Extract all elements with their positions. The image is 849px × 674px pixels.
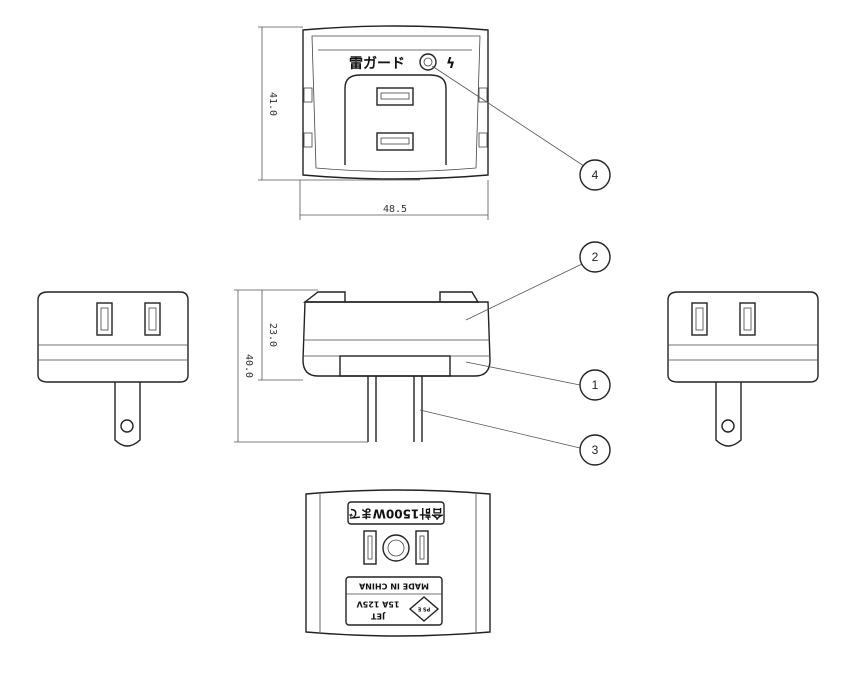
- pse-mark-icon: [408, 596, 440, 622]
- jet-mark: JET: [371, 612, 386, 621]
- bottom-view: 合計1500Wまで MADE IN CHINA 15A 125V JET PS …: [305, 489, 491, 637]
- dim-front-body-height: 23.0: [267, 323, 278, 347]
- rating-label: 合計1500Wまで: [349, 507, 444, 522]
- pse-label: PS E: [417, 606, 430, 612]
- front-view: [302, 291, 491, 442]
- dim-top-height: 41.0: [267, 92, 278, 116]
- origin-label: MADE IN CHINA: [358, 582, 429, 591]
- callout-4: 4: [592, 168, 599, 182]
- dim-top-width: 48.5: [383, 204, 407, 215]
- right-side-view: [667, 291, 819, 447]
- callout-2: 2: [592, 250, 599, 264]
- callout-1: 1: [592, 378, 599, 392]
- dim-front-total-height: 40.0: [243, 354, 254, 378]
- indicator-lamp-icon: [419, 53, 437, 71]
- surge-guard-label: 雷ガード: [349, 55, 405, 72]
- spec-label: 15A 125V: [356, 600, 400, 609]
- top-view: 雷ガード ϟ: [302, 25, 489, 180]
- lightning-icon: ϟ: [446, 56, 455, 72]
- left-side-view: [37, 291, 189, 447]
- front-dimensions: 40.0 23.0: [234, 289, 368, 443]
- top-dimensions: 41.0 48.5: [258, 26, 489, 220]
- callouts: 1 2 3 4: [419, 65, 611, 466]
- callout-3: 3: [592, 443, 599, 457]
